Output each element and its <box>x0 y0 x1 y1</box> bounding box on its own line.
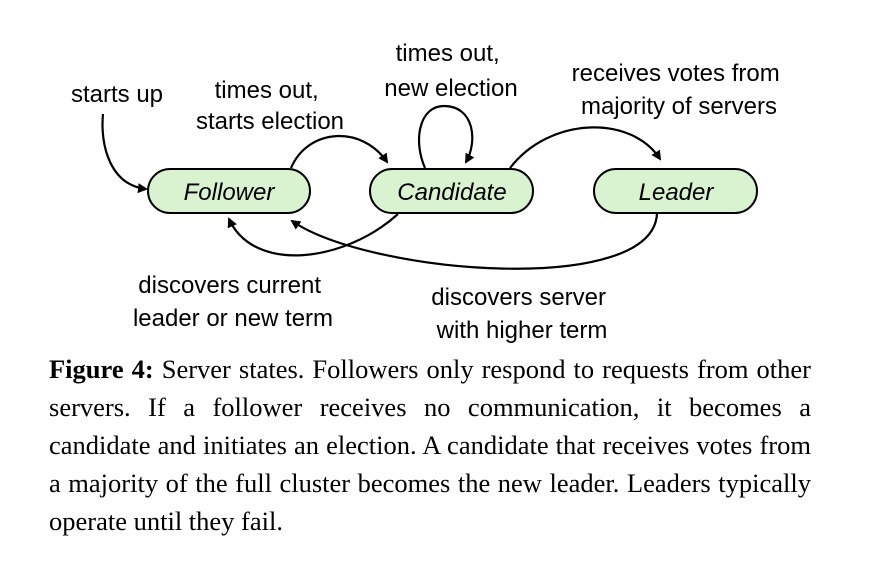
edge-leader-to-follower <box>290 211 659 270</box>
label-receives-votes: receives votes from majority of servers <box>572 60 787 120</box>
label-starts-up: starts up <box>71 81 163 108</box>
label-discovers-current-leader: discovers current leader or new term <box>133 272 333 332</box>
figure-caption-label: Figure 4: <box>49 354 154 384</box>
state-candidate: Candidate <box>369 168 534 214</box>
state-leader: Leader <box>593 168 758 214</box>
state-leader-label: Leader <box>639 179 715 206</box>
figure-caption-text: Server states. Followers only respond to… <box>49 354 811 536</box>
edge-follower-to-candidate <box>289 135 389 169</box>
edge-candidate-to-leader <box>509 126 662 169</box>
label-times-out-new-election: times out, new election <box>384 40 517 102</box>
edge-candidate-self-loop <box>417 104 475 169</box>
state-follower: Follower <box>147 168 311 214</box>
label-discovers-higher-term: discovers server with higher term <box>431 284 612 344</box>
edge-starts-up <box>101 113 148 194</box>
server-state-diagram: Follower Candidate Leader starts up time… <box>71 40 787 344</box>
state-follower-label: Follower <box>184 179 276 206</box>
edge-candidate-to-follower <box>227 213 399 257</box>
figure-caption: Figure 4: Server states. Followers only … <box>49 350 811 540</box>
label-times-out-starts-election: times out, starts election <box>196 77 344 135</box>
state-candidate-label: Candidate <box>397 179 506 206</box>
